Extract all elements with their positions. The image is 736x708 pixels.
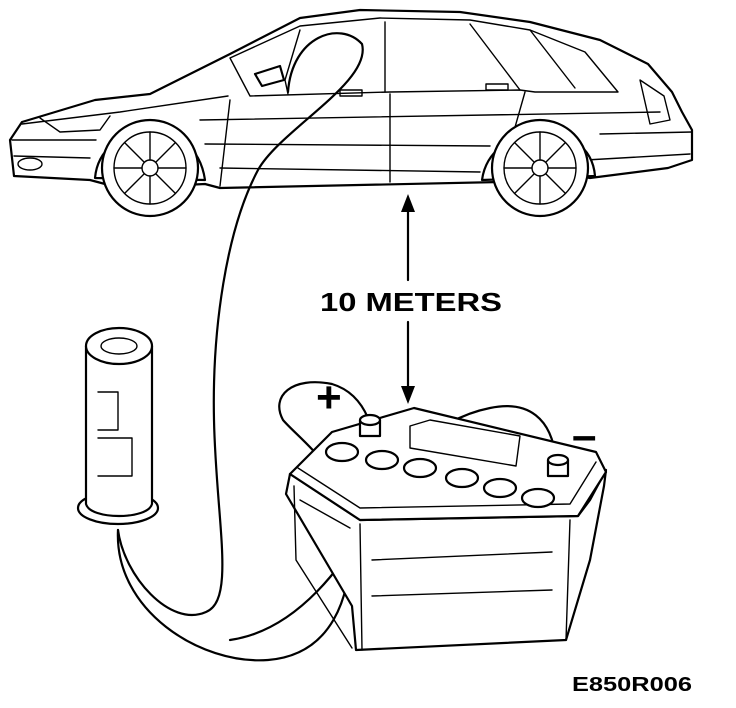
figure-code: E850R006 xyxy=(572,674,692,696)
distance-arrow xyxy=(401,194,415,404)
test-canister xyxy=(76,326,160,526)
negative-terminal-symbol: – xyxy=(572,411,596,460)
positive-terminal-symbol: + xyxy=(316,373,342,422)
distance-label: 10 METERS xyxy=(320,287,502,317)
battery-illustration xyxy=(284,406,608,652)
car-illustration xyxy=(8,8,694,218)
